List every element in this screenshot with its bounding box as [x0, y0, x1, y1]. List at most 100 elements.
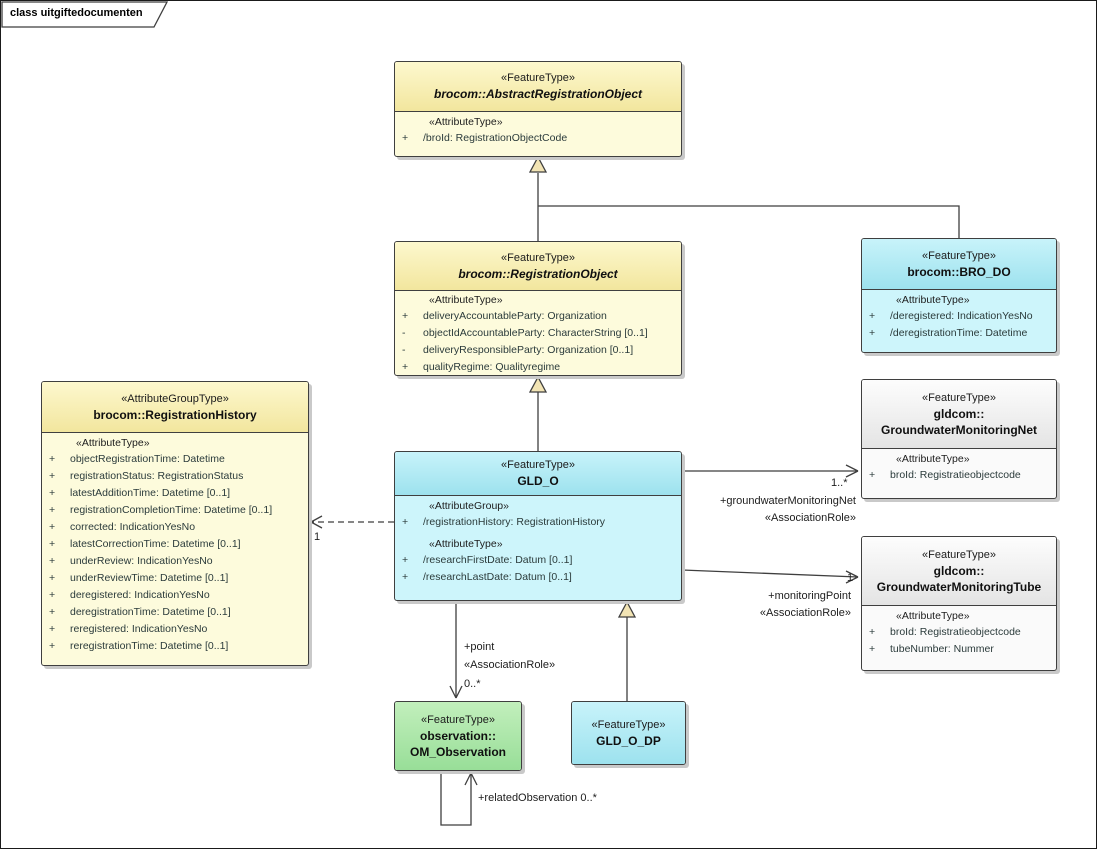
frame-tab-shape	[1, 1, 169, 28]
class-registration-history[interactable]: «AttributeGroupType» brocom::Registratio…	[41, 381, 309, 666]
attribute: -deliveryResponsibleParty: Organization …	[395, 342, 681, 359]
attribute-compartment: «AttributeType» + deliveryAccountablePart…	[395, 291, 681, 375]
class-name: gldcom::	[933, 406, 985, 421]
attribute: + reregistered: IndicationYesNo	[42, 621, 308, 638]
class-name: GLD_O	[517, 474, 559, 488]
attribute: + registrationCompletionTime: Datetime [0…	[42, 502, 308, 519]
compartment-header: «AttributeType»	[896, 610, 970, 622]
stereotype-label: «FeatureType»	[421, 713, 495, 726]
class-bro-do[interactable]: «FeatureType» brocom::BRO_DO «AttributeT…	[861, 238, 1057, 353]
attribute: +deregistered: IndicationYesNo	[42, 587, 308, 604]
attribute-text: /deregistered: IndicationYesNo	[890, 310, 1033, 322]
attribute-text: latestCorrectionTime: Datetime [0..1]	[70, 538, 241, 550]
attribute: +tubeNumber: Nummer	[862, 641, 1056, 658]
attribute: +underReview: IndicationYesNo	[42, 553, 308, 570]
visibility: +	[49, 538, 56, 550]
visibility: +	[402, 571, 409, 583]
open-arrowhead	[464, 772, 478, 786]
attribute-text: underReview: IndicationYesNo	[70, 555, 213, 567]
stereotype-label: «FeatureType»	[501, 251, 575, 264]
class-name: brocom::BRO_DO	[907, 264, 1011, 279]
open-arrowhead	[449, 685, 463, 699]
attribute-text: registrationCompletionTime: Datetime [0.…	[70, 504, 273, 516]
attribute-compartment: «AttributeGroup» +/registrationHistory: …	[395, 496, 681, 586]
attribute-text: deliveryResponsibleParty: Organization […	[423, 344, 634, 356]
stereotype-label: «FeatureType»	[922, 391, 996, 404]
class-header: «FeatureType» GLD_O_DP	[572, 702, 685, 764]
visibility: +	[49, 521, 56, 533]
stereotype-label: «FeatureType»	[501, 72, 575, 84]
visibility: +	[869, 327, 876, 339]
multiplicity-label: 1..*	[831, 477, 848, 489]
visibility: +	[49, 487, 56, 499]
attribute-text: corrected: IndicationYesNo	[70, 521, 196, 533]
attribute-text: deliveryAccountableParty: Organization	[423, 310, 607, 322]
class-groundwater-monitoring-net[interactable]: «FeatureType» gldcom:: GroundwaterMonito…	[861, 379, 1057, 499]
attribute-text: /researchLastDate: Datum [0..1]	[423, 571, 572, 583]
attribute-text: tubeNumber: Nummer	[890, 643, 994, 655]
attribute: + deregistrationTime: Datetime [0..1]	[42, 604, 308, 621]
visibility: +	[49, 606, 56, 618]
attribute: +broId: Registratieobjectcode	[862, 467, 1056, 484]
attribute: + reregistrationTime: Datetime [0..1]	[42, 638, 308, 655]
attribute: +/registrationHistory: RegistrationHisto…	[395, 514, 681, 531]
association-stereotype-label: «AssociationRole»	[759, 607, 851, 619]
visibility: +	[402, 516, 409, 528]
visibility: +	[402, 361, 409, 373]
class-header: «FeatureType» brocom::BRO_DO	[862, 239, 1056, 290]
attribute: - objectIdAccountableParty: CharacterStri…	[395, 325, 681, 342]
attribute: +latestAdditionTime: Datetime [0..1]	[42, 485, 308, 502]
class-om-observation[interactable]: «FeatureType» observation:: OM_Observati…	[394, 701, 522, 771]
compartment-header: «AttributeType»	[429, 538, 503, 550]
attribute-text: registrationStatus: RegistrationStatus	[70, 470, 244, 482]
class-gld-o-dp[interactable]: «FeatureType» GLD_O_DP	[571, 701, 686, 765]
open-arrowhead	[310, 515, 323, 529]
class-groundwater-monitoring-tube[interactable]: «FeatureType» gldcom:: GroundwaterMonito…	[861, 536, 1057, 671]
class-name: brocom::RegistrationHistory	[93, 407, 257, 422]
visibility: +	[49, 640, 56, 652]
visibility: +	[49, 623, 56, 635]
generalization-arrowhead	[528, 155, 548, 173]
attribute: + /deregistered: IndicationYesNo	[862, 308, 1056, 325]
attribute: +qualityRegime: Qualityregime	[395, 359, 681, 375]
attribute-text: objectRegistrationTime: Datetime	[70, 453, 225, 465]
class-abstract-registration-object[interactable]: «FeatureType» brocom::AbstractRegistrati…	[394, 61, 682, 157]
visibility: -	[402, 327, 406, 339]
attribute: +/broId: RegistrationObjectCode	[395, 130, 681, 147]
class-header: «AttributeGroupType» brocom::Registratio…	[42, 382, 308, 433]
class-name: brocom::AbstractRegistrationObject	[433, 87, 643, 101]
multiplicity-label: 1	[847, 572, 854, 584]
visibility: +	[49, 453, 56, 465]
attribute: + objectRegistrationTime: Datetime	[42, 451, 308, 468]
attribute: +/researchFirstDate: Datum [0..1]	[395, 552, 681, 569]
class-name: GLD_O_DP	[596, 733, 661, 748]
visibility: +	[49, 589, 56, 601]
attribute-text: broId: Registratieobjectcode	[890, 626, 1021, 638]
role-label: +relatedObservation 0..*	[478, 792, 597, 804]
class-registration-object[interactable]: «FeatureType» brocom::RegistrationObject…	[394, 241, 682, 376]
generalization-brodo-to-abstract	[538, 205, 960, 238]
attribute-text: objectIdAccountableParty: CharacterStrin…	[423, 327, 648, 339]
visibility: +	[49, 504, 56, 516]
open-arrowhead	[845, 464, 859, 478]
attribute-text: reregistrationTime: Datetime [0..1]	[70, 640, 229, 652]
class-gld-o[interactable]: «FeatureType» GLD_O «AttributeGroup» +/r…	[394, 451, 682, 601]
attribute-text: underReviewTime: Datetime [0..1]	[70, 572, 229, 584]
attribute: + corrected: IndicationYesNo	[42, 519, 308, 536]
visibility: +	[49, 572, 56, 584]
attribute: + underReviewTime: Datetime [0..1]	[42, 570, 308, 587]
visibility: +	[402, 554, 409, 566]
attribute-text: deregistrationTime: Datetime [0..1]	[70, 606, 231, 618]
multiplicity-label: 1	[314, 531, 321, 543]
association-gldo-to-monitoringtube	[681, 569, 859, 578]
attribute-text: /broId: RegistrationObjectCode	[423, 132, 568, 144]
attribute-compartment: «AttributeType» +broId: Registratieobjec…	[862, 606, 1056, 658]
visibility: +	[869, 310, 876, 322]
role-label: +monitoringPoint	[768, 590, 851, 602]
class-name: observation::	[419, 728, 496, 743]
compartment-header: «AttributeType»	[429, 294, 503, 306]
attribute-text: reregistered: IndicationYesNo	[70, 623, 208, 635]
class-name: gldcom::	[933, 563, 985, 578]
attribute: + /researchLastDate: Datum [0..1]	[395, 569, 681, 586]
